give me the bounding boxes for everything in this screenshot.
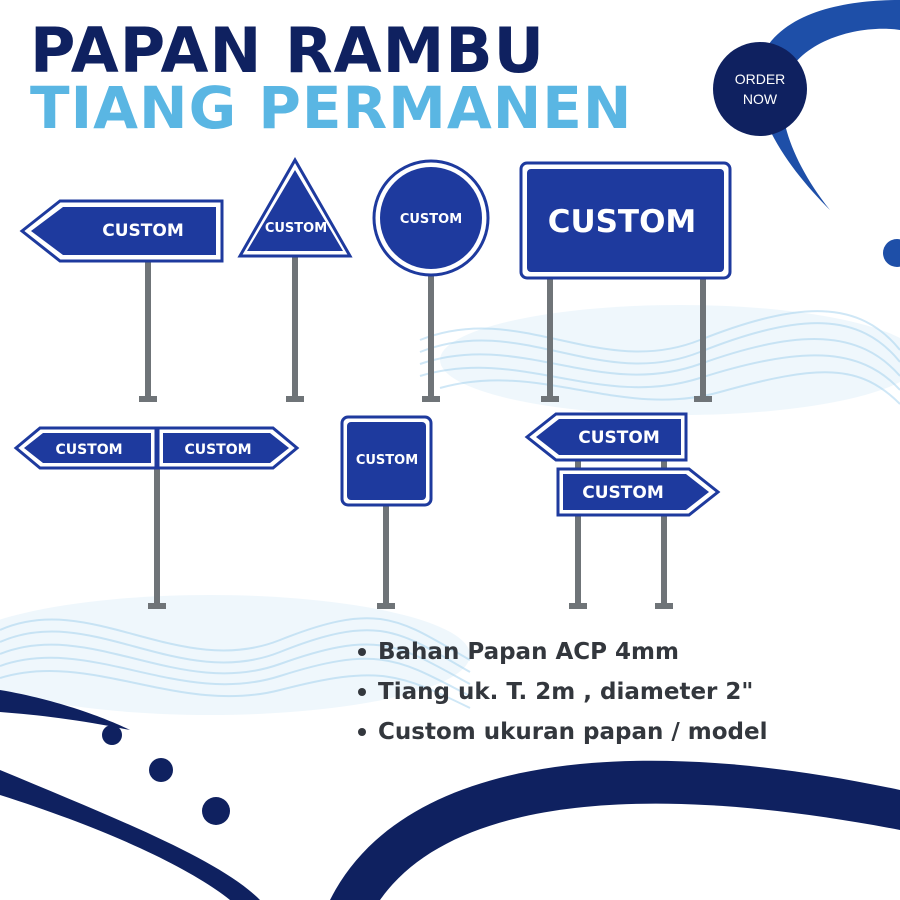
sign-label: CUSTOM [578, 428, 660, 448]
sign-label: CUSTOM [55, 442, 122, 458]
wave-decoration [0, 310, 900, 709]
title-line-2: TIANG PERMANEN [30, 74, 633, 142]
dot-1 [102, 725, 122, 745]
sign-arrow-left: CUSTOM [19, 199, 224, 402]
sign-stacked-arrows: CUSTOM CUSTOM [524, 412, 721, 609]
sign-square: CUSTOM [340, 415, 433, 609]
title-line-1: PAPAN RAMBU [30, 14, 545, 87]
feature-item: Bahan Papan ACP 4mm [358, 632, 767, 672]
wave-glow [0, 305, 900, 715]
sign-triangle: CUSTOM [237, 156, 353, 402]
swoosh-top-right [757, 0, 900, 210]
dot-right [883, 239, 900, 267]
swoosh-bottom-left [0, 690, 130, 730]
order-badge-line1: ORDER [734, 71, 786, 87]
sign-label: CUSTOM [265, 221, 327, 236]
sign-label: CUSTOM [582, 483, 664, 503]
sign-label: CUSTOM [548, 204, 697, 240]
sign-label: CUSTOM [102, 221, 184, 241]
sign-circle: CUSTOM [372, 159, 490, 402]
dot-2 [149, 758, 173, 782]
feature-item: Tiang uk. T. 2m , diameter 2" [358, 672, 767, 712]
sign-label: CUSTOM [184, 442, 251, 458]
feature-item: Custom ukuran papan / model [358, 712, 767, 752]
sign-large-rectangle: CUSTOM [519, 161, 732, 402]
order-badge-line2: NOW [742, 91, 778, 107]
feature-list: Bahan Papan ACP 4mm Tiang uk. T. 2m , di… [358, 632, 767, 752]
sign-double-arrow: CUSTOM CUSTOM [13, 426, 300, 609]
sign-label: CUSTOM [356, 453, 418, 468]
dot-3 [202, 797, 230, 825]
sign-label: CUSTOM [400, 212, 462, 227]
order-now-badge[interactable]: ORDER NOW [713, 42, 807, 136]
